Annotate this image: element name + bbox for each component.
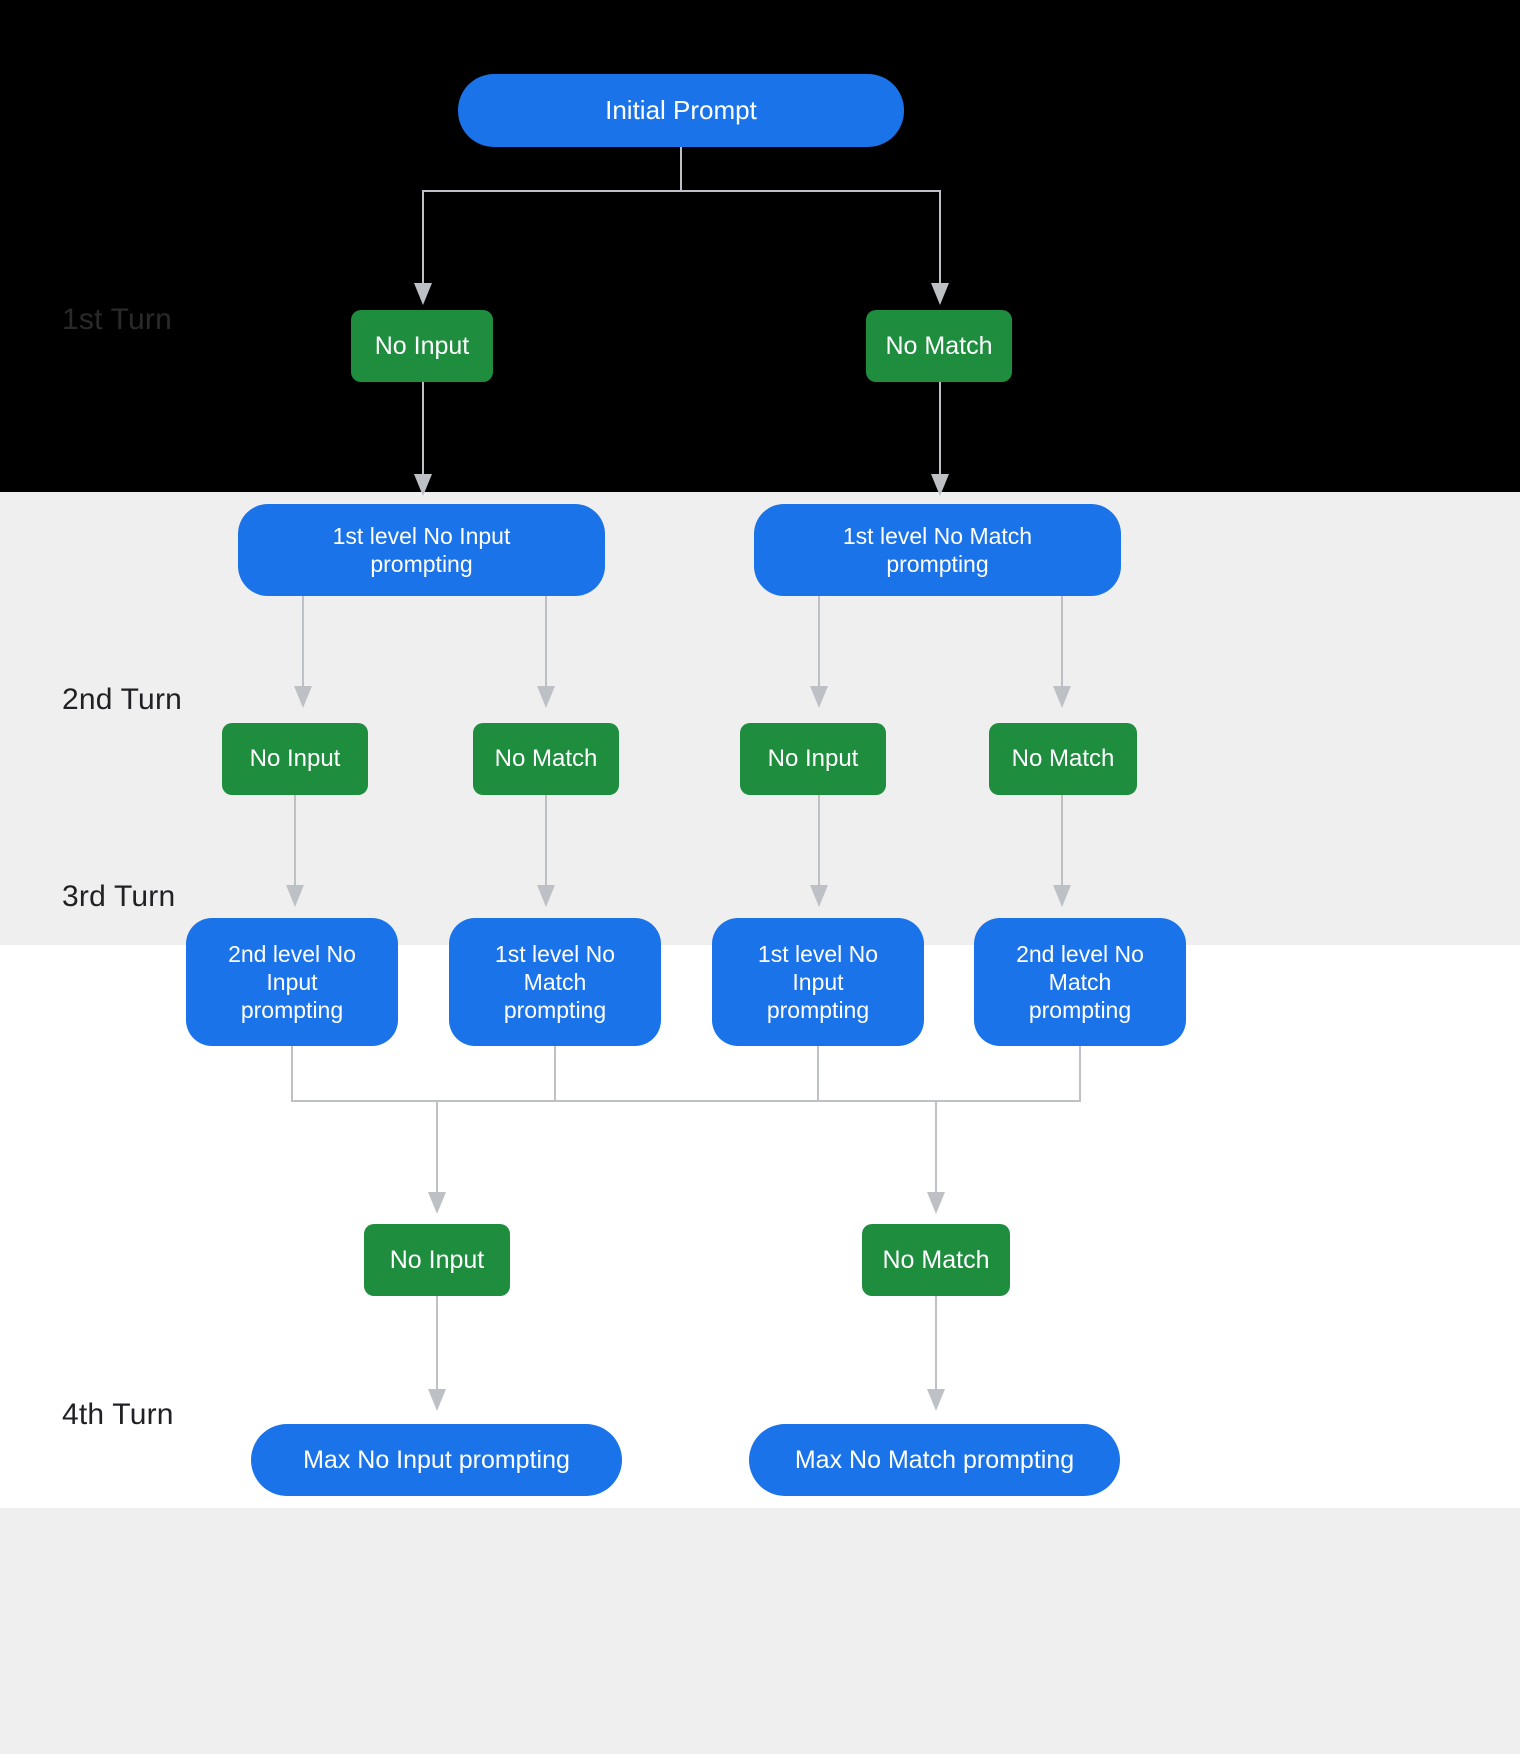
node-t2-prompt-no-input-line1: 1st level No Input [332,522,511,549]
node-t2-no-input-a[interactable]: No Input [222,723,368,795]
node-t4-max-no-match-label: Max No Match prompting [794,1445,1075,1474]
connector-t3b-down [554,1044,556,1102]
node-t2-prompt-no-input-line2: prompting [370,551,473,577]
node-t4-max-no-match[interactable]: Max No Match prompting [749,1424,1120,1496]
connector-initial-stem [680,145,682,192]
node-t3-prompt-2nd-no-match-line3: prompting [1028,997,1132,1024]
connector-t3c-down [817,1044,819,1102]
arrowhead-t2-prompt-no-input [414,474,432,496]
connector-t3nomatch-to-t4 [935,1296,937,1389]
arrowhead-t4-max-no-match [927,1389,945,1411]
connector-to-t1-no-match [939,190,941,283]
node-t1-no-match-label: No Match [885,331,993,360]
node-t2-no-match-b-label: No Match [1011,745,1115,773]
node-t2-no-match-a-label: No Match [494,745,598,773]
node-t2-no-match-a[interactable]: No Match [473,723,619,795]
node-t3-prompt-2nd-no-match-line1: 2nd level No [1016,940,1144,967]
band-turn-4 [0,1508,1520,1754]
node-t2-prompt-no-input[interactable]: 1st level No Input prompting [238,504,605,596]
connector-t2left-to-nomatch [545,593,547,686]
connector-t2right-to-nomatch [1061,593,1063,686]
node-t3-prompt-1st-no-input[interactable]: 1st level No Input prompting [712,918,924,1046]
node-t3-no-match-label: No Match [882,1245,990,1274]
node-t3-no-input-label: No Input [389,1245,485,1274]
node-t2-prompt-no-match-line2: prompting [886,551,989,577]
connector-t2d-to-t3 [1061,794,1063,885]
arrowhead-t3-prompt-4 [1053,885,1071,907]
node-t3-no-match[interactable]: No Match [862,1224,1010,1296]
node-t3-prompt-2nd-no-input-line1: 2nd level No [228,940,356,967]
node-t3-prompt-2nd-no-input-line3: prompting [240,997,344,1024]
node-t3-prompt-1st-no-input-line1: 1st level No [757,940,879,967]
arrowhead-t3-no-input [428,1192,446,1214]
node-t3-prompt-2nd-no-input[interactable]: 2nd level No Input prompting [186,918,398,1046]
connector-t2right-to-noinput [818,593,820,686]
node-t1-no-input-label: No Input [374,331,470,360]
connector-t2left-to-noinput [302,593,304,686]
arrowhead-t2-no-match-b [1053,686,1071,708]
arrowhead-t3-no-match [927,1192,945,1214]
turn-label-4: 4th Turn [62,1398,174,1431]
connector-t2c-to-t3 [818,794,820,885]
node-t2-no-input-b-label: No Input [767,745,859,773]
node-initial-prompt-label: Initial Prompt [605,94,757,125]
connector-t3d-down [1079,1044,1081,1102]
node-t3-prompt-1st-no-match[interactable]: 1st level No Match prompting [449,918,661,1046]
node-t3-prompt-1st-no-match-line3: prompting [503,997,607,1024]
connector-to-t1-no-input [422,190,424,283]
connector-split-bar-1 [422,190,940,192]
node-t1-no-match[interactable]: No Match [866,310,1012,382]
node-t4-max-no-input-label: Max No Input prompting [303,1445,570,1474]
turn-label-2: 2nd Turn [62,683,183,716]
node-t3-prompt-1st-no-match-line1: 1st level No [494,940,616,967]
connector-t1-noinput-to-prompt [422,381,424,474]
connector-merge-to-nomatch [935,1100,937,1192]
node-t2-no-input-a-label: No Input [249,745,341,773]
arrowhead-t4-max-no-input [428,1389,446,1411]
node-t3-prompt-2nd-no-input-line2: Input [266,968,318,995]
arrowhead-t2-no-input-b [810,686,828,708]
node-t3-no-input[interactable]: No Input [364,1224,510,1296]
arrowhead-t3-prompt-2 [537,885,555,907]
connector-t1-nomatch-to-prompt [939,381,941,474]
connector-t3noinput-to-t4 [436,1296,438,1389]
node-t2-no-input-b[interactable]: No Input [740,723,886,795]
arrowhead-t1-no-match [931,283,949,305]
connector-t3a-down [291,1044,293,1102]
node-t4-max-no-input[interactable]: Max No Input prompting [251,1424,622,1496]
turn-label-1: 1st Turn [62,303,172,336]
arrowhead-t2-no-match-a [537,686,555,708]
node-initial-prompt[interactable]: Initial Prompt [458,74,904,147]
node-t1-no-input[interactable]: No Input [351,310,493,382]
node-t3-prompt-2nd-no-match[interactable]: 2nd level No Match prompting [974,918,1186,1046]
node-t3-prompt-2nd-no-match-line2: Match [1048,968,1112,995]
arrowhead-t3-prompt-3 [810,885,828,907]
connector-t2b-to-t3 [545,794,547,885]
arrowhead-t3-prompt-1 [286,885,304,907]
node-t2-prompt-no-match[interactable]: 1st level No Match prompting [754,504,1121,596]
connector-merge-bar [291,1100,1081,1102]
node-t2-prompt-no-match-line1: 1st level No Match [842,522,1033,549]
node-t3-prompt-1st-no-match-line2: Match [523,968,587,995]
arrowhead-t2-no-input-a [294,686,312,708]
connector-t2a-to-t3 [294,794,296,885]
connector-merge-to-noinput [436,1100,438,1192]
node-t3-prompt-1st-no-input-line2: Input [792,968,844,995]
arrowhead-t2-prompt-no-match [931,474,949,496]
arrowhead-t1-no-input [414,283,432,305]
node-t2-no-match-b[interactable]: No Match [989,723,1137,795]
node-t3-prompt-1st-no-input-line3: prompting [766,997,870,1024]
turn-label-3: 3rd Turn [62,880,176,913]
